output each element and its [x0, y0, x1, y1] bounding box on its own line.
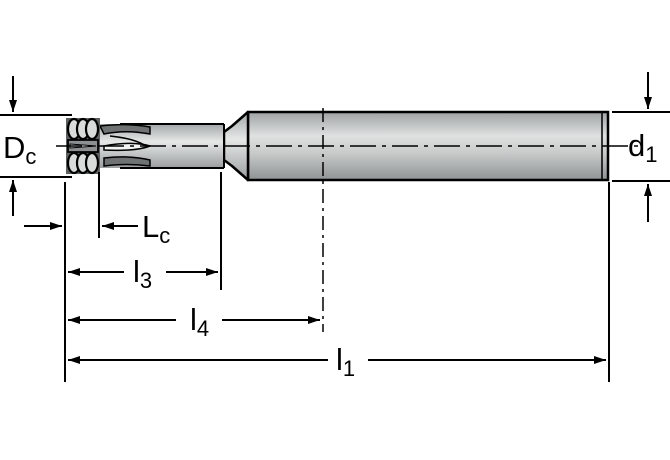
label-l1: l1 — [336, 342, 355, 381]
label-l3-main: l — [133, 254, 140, 289]
label-d1: d1 — [628, 128, 658, 167]
label-l4: l4 — [190, 302, 209, 341]
label-lc: Lc — [142, 209, 170, 248]
svg-text:l3: l3 — [133, 254, 152, 293]
svg-text:Lc: Lc — [142, 209, 170, 248]
label-dc-sub: c — [25, 144, 36, 169]
label-dc-main: D — [3, 130, 25, 165]
tool-body — [66, 110, 610, 182]
extension-lines — [0, 111, 670, 382]
label-l1-main: l — [336, 342, 343, 377]
label-lc-sub: c — [159, 223, 170, 248]
svg-text:l1: l1 — [336, 342, 355, 381]
thread-head — [66, 117, 100, 175]
label-l3: l3 — [133, 254, 152, 293]
svg-text:d1: d1 — [628, 128, 658, 167]
label-l4-main: l — [190, 302, 197, 337]
label-l4-sub: 4 — [197, 316, 209, 341]
label-d1-sub: 1 — [645, 142, 657, 167]
label-lc-main: L — [142, 209, 159, 244]
label-dc: Dc — [3, 130, 36, 169]
flute-helix — [98, 123, 151, 135]
dimension-arrows — [9, 72, 652, 364]
svg-text:Dc: Dc — [3, 130, 36, 169]
svg-text:l4: l4 — [190, 302, 209, 341]
label-d1-main: d — [628, 128, 645, 163]
label-l1-sub: 1 — [343, 356, 355, 381]
label-l3-sub: 3 — [140, 268, 152, 293]
